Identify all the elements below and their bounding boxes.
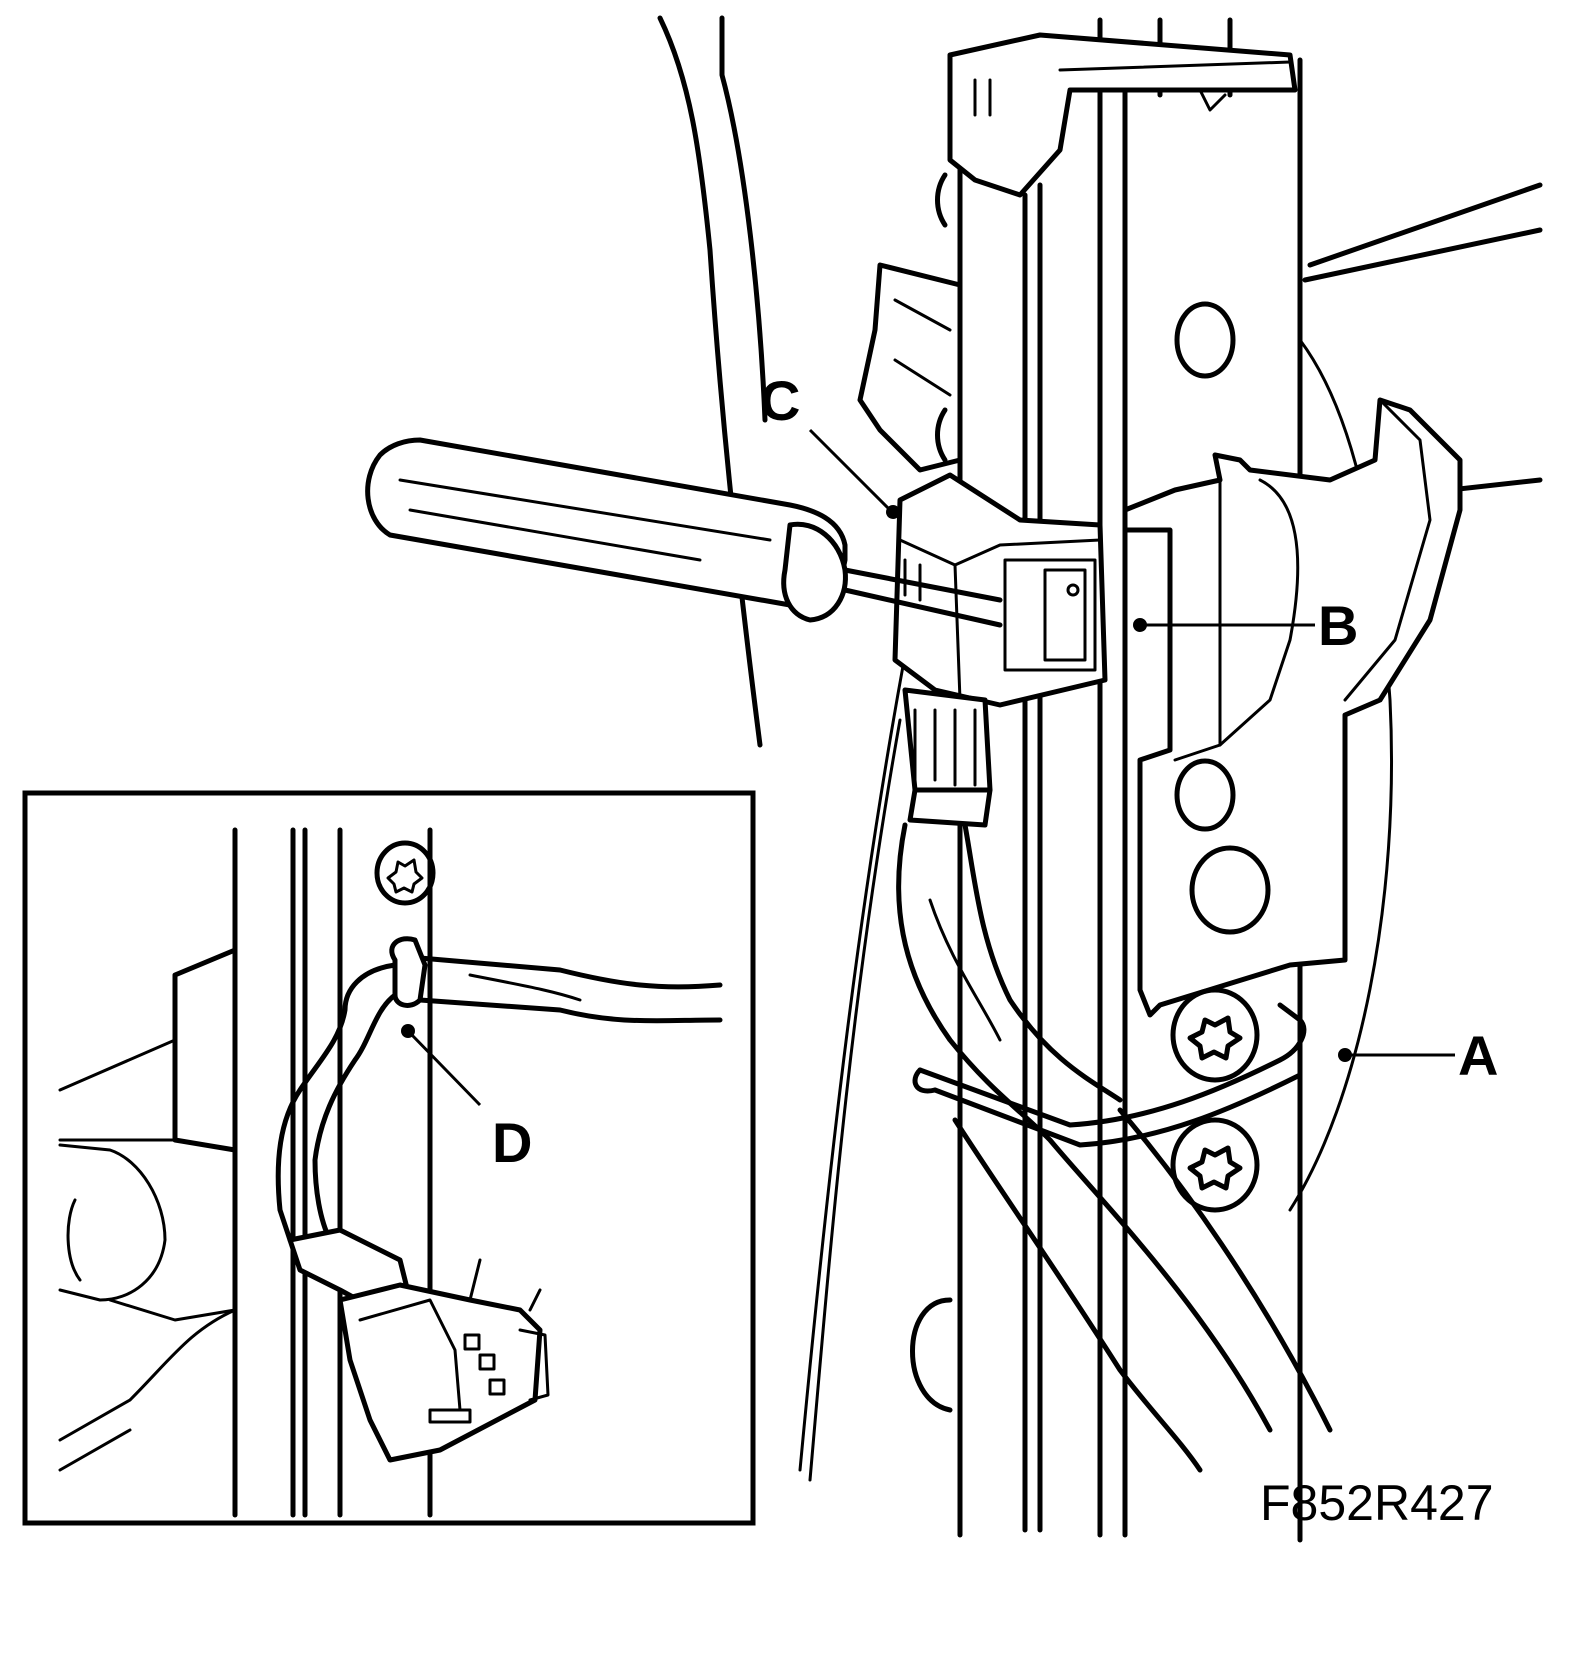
callout-b: B (1133, 594, 1358, 657)
callout-d-label: D (492, 1111, 532, 1174)
bracket-b (1122, 397, 1463, 1018)
cable-tie-a (912, 1002, 1307, 1148)
wiring-harness (896, 822, 1333, 1473)
callout-b-label: B (1318, 594, 1358, 657)
callout-c-label: C (760, 369, 800, 432)
screwdriver (365, 437, 1003, 628)
mounting-bracket-left (857, 172, 963, 1413)
connector-c (892, 472, 1108, 828)
torx-bolt-upper (1170, 987, 1260, 1083)
detail-inset: D (22, 790, 756, 1526)
figure-id: F852R427 (1260, 1475, 1494, 1531)
callout-a-label: A (1458, 1024, 1498, 1087)
callout-c: C (760, 369, 900, 519)
callout-a: A (1338, 1024, 1498, 1087)
torx-bolt-lower (1170, 1117, 1260, 1213)
